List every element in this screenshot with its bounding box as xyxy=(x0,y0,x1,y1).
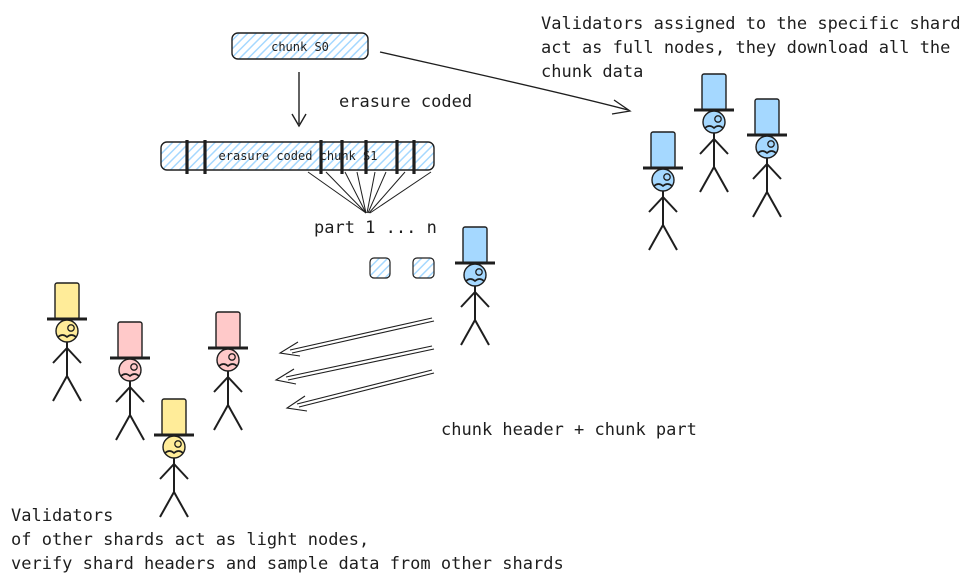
light-node-validator-2 xyxy=(110,321,150,441)
top-hat-icon xyxy=(754,98,780,136)
right-leg xyxy=(474,319,490,346)
left-arm xyxy=(213,376,229,393)
head xyxy=(216,348,240,372)
mustache-icon xyxy=(757,150,777,155)
left-leg xyxy=(159,491,175,518)
left-leg xyxy=(460,319,476,346)
top-hat-icon xyxy=(54,282,80,320)
right-arm xyxy=(227,376,243,393)
right-leg xyxy=(662,224,678,251)
head xyxy=(55,319,79,343)
left-arm xyxy=(159,463,175,480)
right-leg xyxy=(173,491,189,518)
top-hat-icon xyxy=(462,226,488,264)
left-arm xyxy=(648,196,664,213)
part-box-1 xyxy=(369,257,391,279)
mustache-icon xyxy=(465,278,485,283)
sender-validator xyxy=(455,226,495,346)
full-nodes-note: Validators assigned to the specific shar… xyxy=(541,14,961,82)
left-leg xyxy=(699,166,715,193)
light-node-validator-4 xyxy=(154,398,194,518)
monocle-icon xyxy=(767,140,775,148)
right-arm xyxy=(66,347,82,364)
right-leg xyxy=(66,375,82,402)
left-leg xyxy=(213,404,229,431)
full-nodes-arrow-head xyxy=(611,99,632,115)
right-arm xyxy=(766,163,782,180)
monocle-icon xyxy=(130,363,138,371)
full-node-validator-1 xyxy=(694,73,734,193)
erasure-coded-box-label: erasure coded chunk S1 xyxy=(219,149,378,163)
right-leg xyxy=(766,191,782,218)
head xyxy=(651,168,675,192)
mustache-icon xyxy=(57,334,77,339)
chunk-s0-box: chunk S0 xyxy=(231,32,369,60)
head xyxy=(702,110,726,134)
light-node-validator-1 xyxy=(47,282,87,402)
right-arm xyxy=(173,463,189,480)
head xyxy=(755,135,779,159)
mustache-icon xyxy=(218,363,238,368)
monocle-icon xyxy=(475,268,483,276)
left-arm xyxy=(699,138,715,155)
top-hat-icon xyxy=(117,321,143,359)
left-arm xyxy=(52,347,68,364)
chunk-s0-label: chunk S0 xyxy=(271,40,329,54)
right-leg xyxy=(227,404,243,431)
left-leg xyxy=(752,191,768,218)
right-arm xyxy=(662,196,678,213)
erasure-step-label: erasure coded xyxy=(339,92,473,112)
monocle-icon xyxy=(174,440,182,448)
right-arm xyxy=(474,291,490,308)
erasure-arrow-head xyxy=(291,113,307,128)
mustache-icon xyxy=(653,183,673,188)
left-arm xyxy=(752,163,768,180)
right-leg xyxy=(713,166,729,193)
left-leg xyxy=(648,224,664,251)
top-hat-icon xyxy=(215,311,241,349)
left-leg xyxy=(115,414,131,441)
full-nodes-arrow xyxy=(379,51,629,111)
top-hat-icon xyxy=(161,398,187,436)
right-arm xyxy=(713,138,729,155)
mustache-icon xyxy=(704,125,724,130)
light-node-arrows xyxy=(274,317,435,412)
head xyxy=(162,435,186,459)
mustache-icon xyxy=(164,450,184,455)
mustache-icon xyxy=(120,373,140,378)
validator-figures xyxy=(47,73,787,518)
monocle-icon xyxy=(67,324,75,332)
part-box-2 xyxy=(412,257,435,279)
top-hat-icon xyxy=(650,131,676,169)
parts-label: part 1 ... n xyxy=(314,218,437,238)
left-leg xyxy=(52,375,68,402)
erasure-coded-box: erasure coded chunk S1 xyxy=(160,140,435,174)
monocle-icon xyxy=(714,115,722,123)
right-leg xyxy=(129,414,145,441)
full-node-validator-3 xyxy=(643,131,683,251)
monocle-icon xyxy=(663,173,671,181)
light-nodes-note: Validators of other shards act as light … xyxy=(11,506,564,574)
light-node-validator-3 xyxy=(208,311,248,431)
left-arm xyxy=(460,291,476,308)
head xyxy=(118,358,142,382)
parts-fan-lines xyxy=(307,171,432,214)
left-arm xyxy=(115,386,131,403)
full-node-validator-2 xyxy=(747,98,787,218)
monocle-icon xyxy=(228,353,236,361)
right-arm xyxy=(129,386,145,403)
head xyxy=(463,263,487,287)
transfer-label: chunk header + chunk part xyxy=(441,420,697,440)
